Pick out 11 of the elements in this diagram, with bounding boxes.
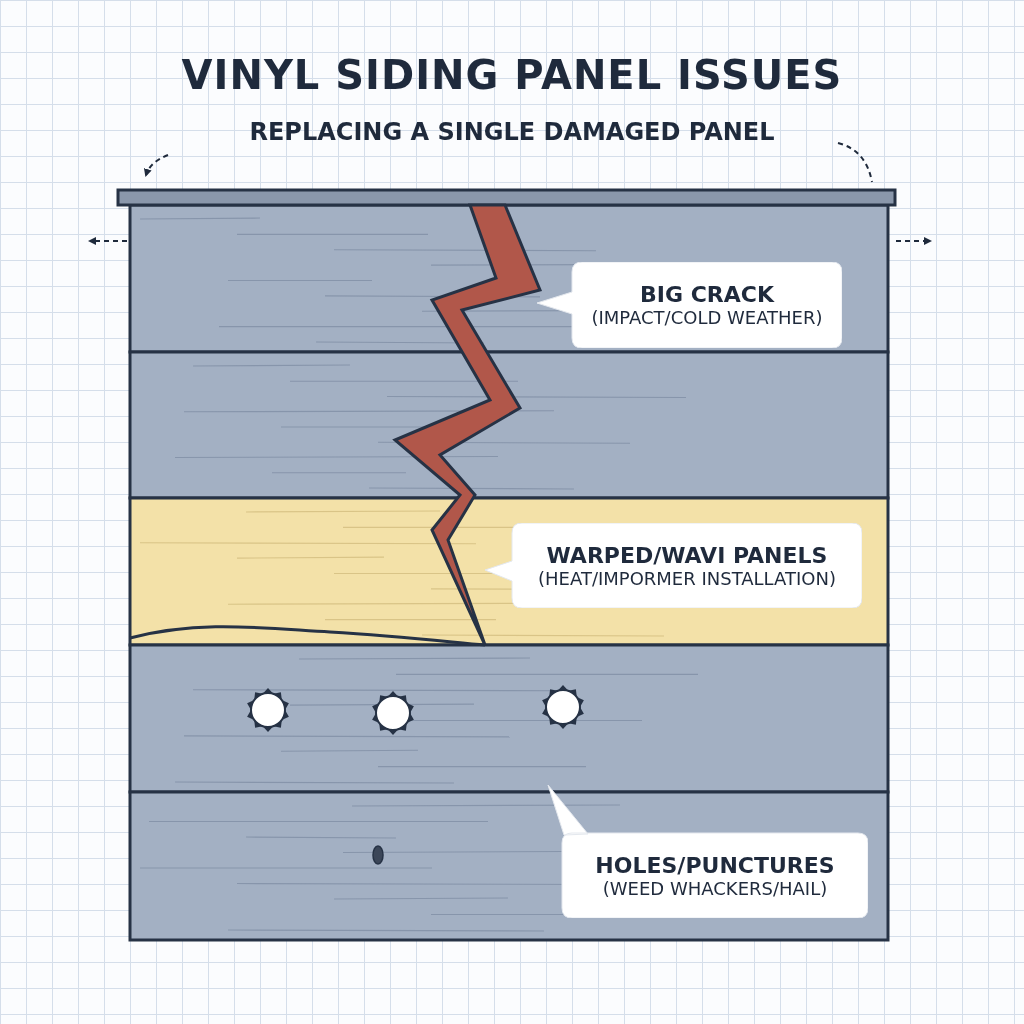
callout-bubble (483, 523, 862, 608)
callout-note: (WEED WHACKERS/HAIL) (602, 877, 828, 899)
callout-heading: WARPED/WAVI PANELS (546, 542, 828, 568)
callout-bubble (546, 783, 868, 918)
callout-bubble (535, 262, 842, 348)
callout-heading: HOLES/PUNCTURES (595, 852, 835, 878)
callout-heading: BIG CRACK (640, 282, 774, 307)
subtitle: REPLACING A SINGLE DAMAGED PANEL (248, 118, 776, 146)
callout-note: (HEAT/IMPORMER INSTALLATION) (538, 567, 836, 589)
callout-note: (IMPACT/COLD WEATHER) (591, 307, 823, 328)
title: VINYL SIDING PANEL ISSUES (180, 52, 844, 98)
